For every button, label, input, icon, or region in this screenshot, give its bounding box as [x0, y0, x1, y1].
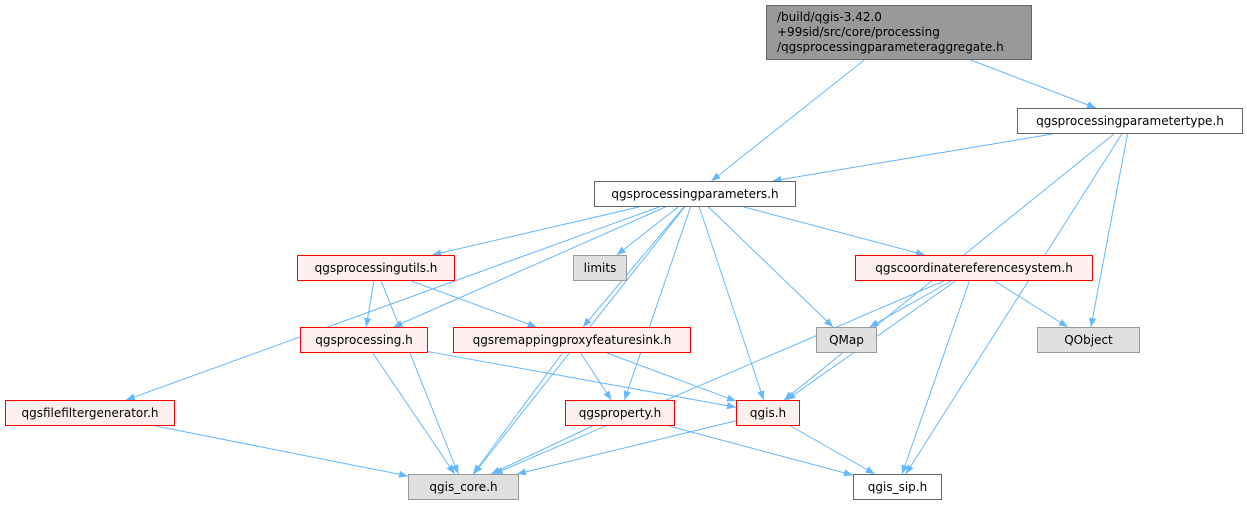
node-qgsproperty[interactable]: qgsproperty.h: [565, 400, 675, 426]
edge-crs-to-qobject: [994, 280, 1069, 328]
node-qgis[interactable]: qgis.h: [736, 400, 800, 426]
edge-processingutils-to-processing: [364, 280, 375, 328]
edge-root-to-parameters: [711, 59, 865, 182]
edge-processingutils-to-qgiscore: [380, 280, 459, 475]
edge-parameters-to-processingutils: [431, 206, 640, 257]
edge-parametertype-to-qgissip: [905, 133, 1123, 475]
node-qgis-sip[interactable]: qgis_sip.h: [853, 474, 942, 500]
edge-processing-to-qgis: [427, 351, 737, 410]
edge-property-to-qgissip: [668, 425, 854, 477]
node-qgsprocessingutils[interactable]: qgsprocessingutils.h: [297, 255, 455, 281]
root-path-line-3: /qgsprocessingparameteraggregate.h: [777, 40, 1004, 54]
edge-parametertype-to-parameters: [772, 133, 1053, 184]
root-path-line-2: +99sid/src/core/processing: [777, 25, 940, 39]
root-file-node: /build/qgis-3.42.0 +99sid/src/core/proce…: [766, 5, 1032, 60]
edge-processingutils-to-remapping: [411, 280, 537, 328]
edge-remapping-to-qgiscore: [472, 352, 563, 475]
node-qgsfilefiltergenerator[interactable]: qgsfilefiltergenerator.h: [5, 400, 175, 426]
edge-crs-to-qgiscore: [493, 280, 944, 475]
edge-parameters-to-limits: [616, 206, 679, 256]
edge-remapping-to-qgis: [606, 352, 737, 402]
edge-root-to-parametertype: [970, 59, 1097, 109]
node-qgis-core: qgis_core.h: [408, 474, 519, 500]
edge-parameters-to-filefilter: [125, 206, 660, 401]
edge-parameters-to-qgis: [698, 206, 765, 401]
edge-parameters-to-property: [623, 206, 692, 401]
edge-parameters-to-qmap: [708, 206, 834, 328]
node-qgsprocessingparameters[interactable]: qgsprocessingparameters.h: [594, 181, 796, 207]
node-qgsremappingproxyfeaturesink[interactable]: qgsremappingproxyfeaturesink.h: [453, 327, 691, 353]
edge-remapping-to-property: [580, 352, 612, 401]
edge-filefilter-to-qgiscore: [155, 425, 409, 478]
edge-crs-to-qmap: [869, 280, 952, 328]
edge-processing-to-qgiscore: [372, 352, 456, 475]
edge-qgis-to-qgiscore: [516, 420, 737, 476]
edge-parametertype-to-qobject: [1089, 133, 1129, 328]
node-qgsprocessing[interactable]: qgsprocessing.h: [300, 327, 428, 353]
node-qmap: QMap: [816, 327, 877, 353]
edge-qgis-to-qgissip: [790, 425, 875, 475]
node-qgscoordinatereferencesystem[interactable]: qgscoordinatereferencesystem.h: [855, 255, 1093, 281]
edge-parameters-to-remapping: [582, 206, 685, 328]
edge-property-to-qgiscore: [490, 425, 593, 475]
edge-parameters-to-processing: [393, 206, 666, 328]
edge-crs-to-qgissip: [901, 280, 970, 475]
node-qgsprocessingparametertype[interactable]: qgsprocessingparametertype.h: [1017, 108, 1243, 134]
edge-parameters-to-crs: [743, 206, 926, 257]
node-limits: limits: [573, 255, 627, 281]
node-qobject: QObject: [1037, 327, 1140, 353]
root-path-line-1: /build/qgis-3.42.0: [777, 10, 882, 24]
